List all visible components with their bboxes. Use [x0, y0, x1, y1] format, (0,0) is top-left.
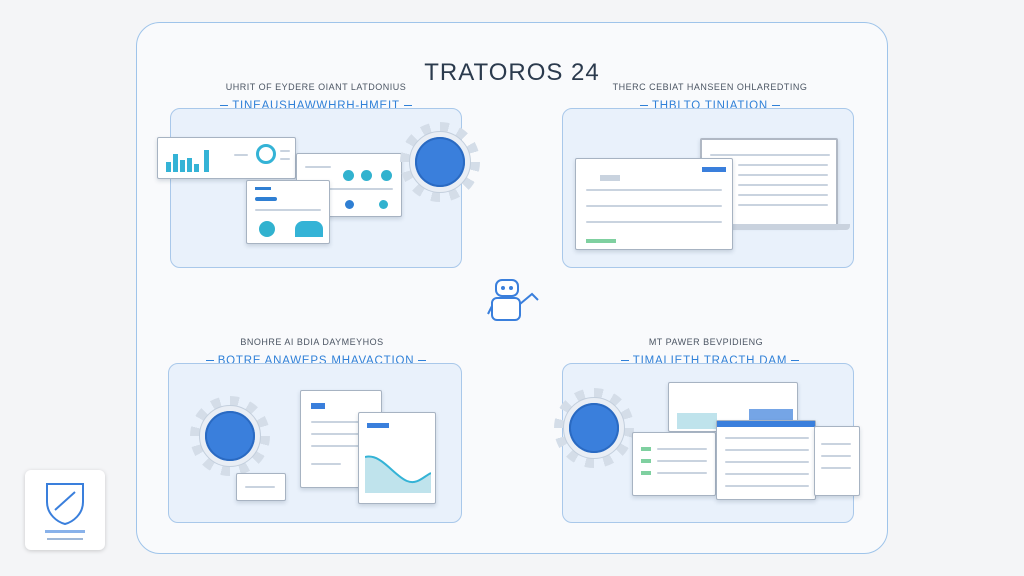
table-window	[716, 420, 816, 500]
gauge-icon	[295, 221, 323, 237]
area-chart-card	[358, 412, 436, 504]
donut-icon	[256, 144, 276, 164]
list-card	[632, 432, 716, 496]
report-card	[246, 180, 330, 244]
gear-icon	[554, 388, 634, 468]
quadrant-1-heading: UHRIT OF EYDERE OIANT LATDONIUS	[225, 82, 407, 92]
shield-logo-icon	[46, 483, 84, 526]
quadrant-3-heading: BNOHRE AI BDIA DAYMEYHOS	[240, 337, 384, 347]
dashboard-card	[157, 137, 296, 179]
robot-icon	[487, 279, 539, 321]
area-chart-thumbnail	[365, 455, 431, 493]
laptop-base	[690, 224, 850, 230]
bar-chart-thumbnail	[166, 150, 214, 172]
page-title: TRATOROS 24	[424, 59, 600, 86]
side-card	[814, 426, 860, 496]
quadrant-4-heading: MT PAWER BEVPIDIENG	[648, 337, 764, 347]
gear-icon	[190, 396, 270, 476]
quadrant-2-heading: THERC CEBIAT HANSEEN OHLAREDTING	[612, 82, 808, 92]
data-table-card	[575, 158, 733, 250]
gear-icon	[400, 122, 480, 202]
small-card	[236, 473, 286, 501]
logo	[25, 470, 105, 550]
